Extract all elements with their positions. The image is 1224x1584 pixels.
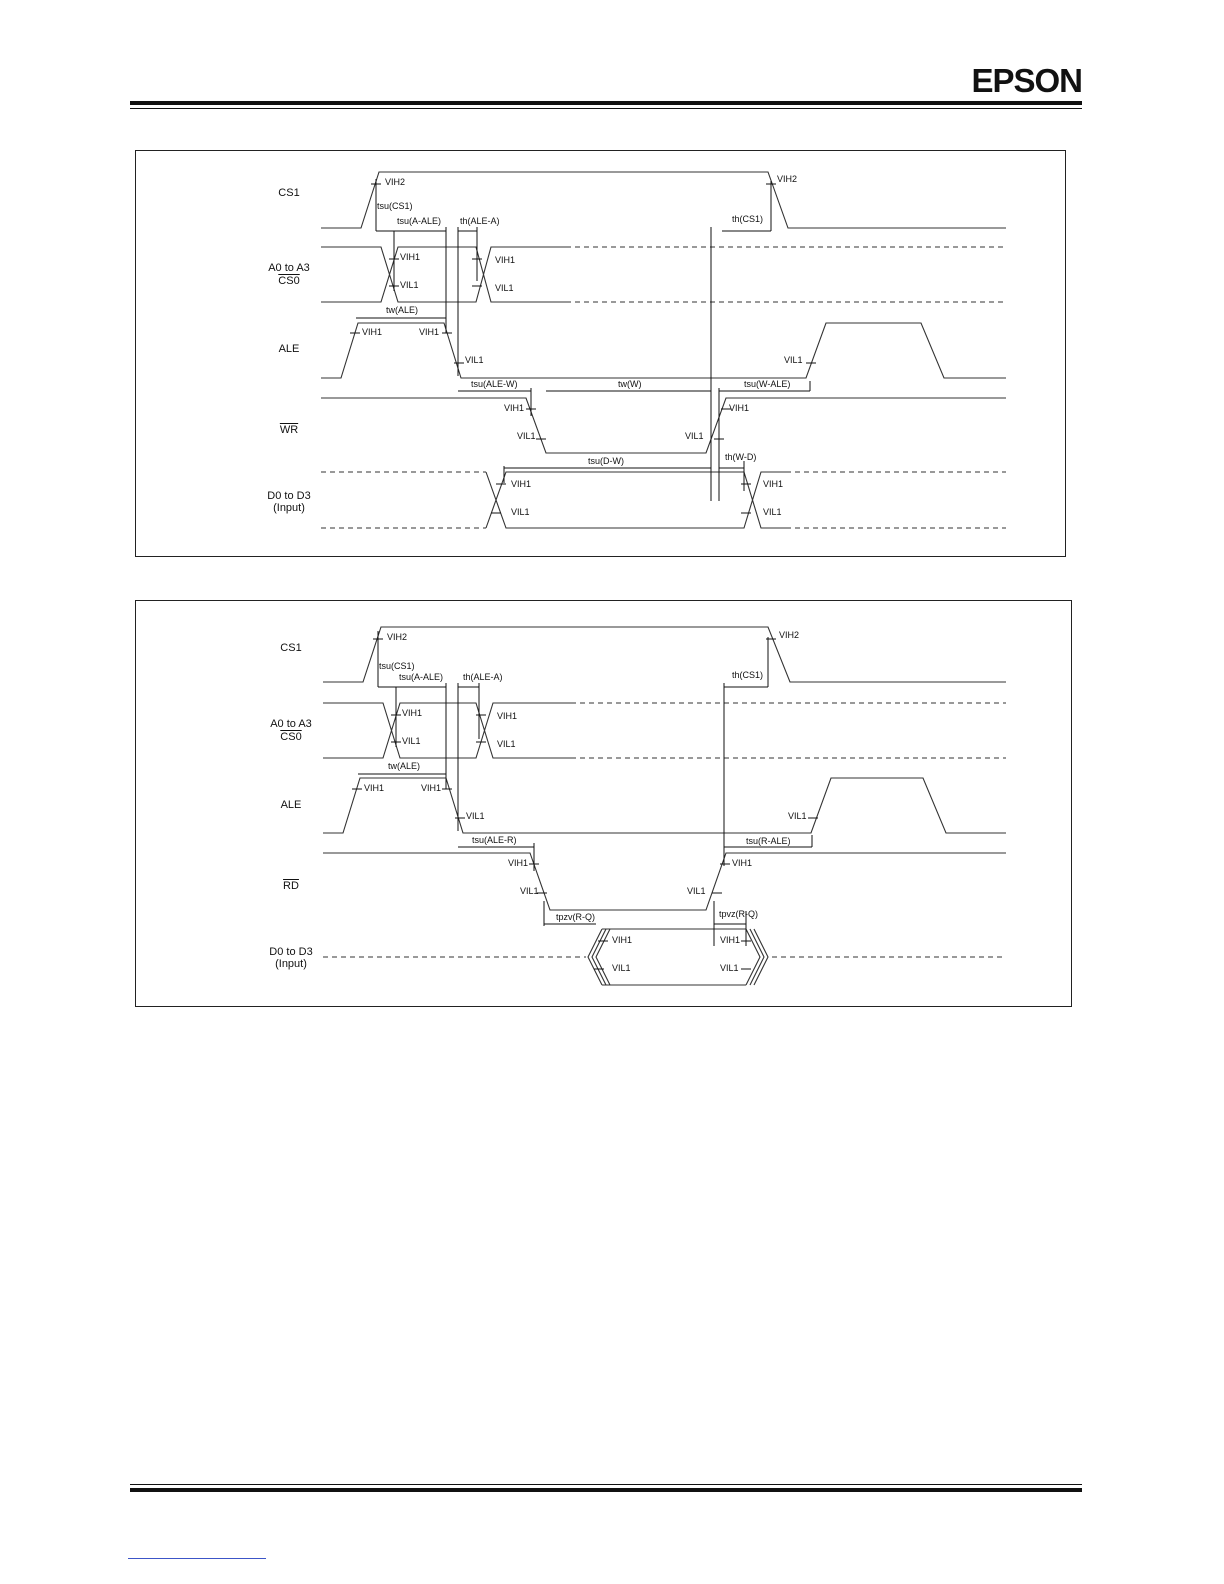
signal-label-ale: ALE — [280, 799, 302, 811]
param-tsu-a-ale: tsu(A-ALE) — [397, 216, 441, 226]
level-vil1: VIL1 — [520, 886, 539, 896]
signal-label-a0-a3: A0 to A3 — [268, 262, 310, 274]
level-vil1: VIL1 — [465, 355, 484, 365]
timing-arrows — [356, 230, 810, 469]
param-tsu-r-ale: tsu(R-ALE) — [746, 836, 791, 846]
param-tw-w: tw(W) — [618, 379, 642, 389]
footer-link-underline — [128, 1558, 266, 1559]
write-timing-diagram: CS1 A0 to A3 CS0 ALE WR D0 to D3 (Input) — [135, 150, 1066, 557]
param-th-cs1: th(CS1) — [732, 670, 763, 680]
param-tw-ale: tw(ALE) — [388, 761, 420, 771]
level-vil1: VIL1 — [466, 811, 485, 821]
signal-label-cs0: CS0 — [278, 275, 300, 287]
signal-label-wr: WR — [279, 424, 299, 436]
level-vil1: VIL1 — [497, 739, 516, 749]
cs1-waveform — [323, 626, 1006, 683]
address-waveform — [321, 246, 1006, 303]
param-tsu-cs1: tsu(CS1) — [377, 201, 413, 211]
level-vil1: VIL1 — [517, 431, 536, 441]
level-vih2: VIH2 — [387, 632, 407, 642]
param-tsu-ale-r: tsu(ALE-R) — [472, 835, 517, 845]
read-timing-diagram: CS1 A0 to A3 CS0 ALE RD D0 to D3 (Input) — [135, 600, 1072, 1007]
level-vil1: VIL1 — [612, 963, 631, 973]
level-vil1: VIL1 — [788, 811, 807, 821]
data-input-waveform — [321, 471, 1006, 529]
level-vih1: VIH1 — [421, 783, 441, 793]
level-vil1: VIL1 — [495, 283, 514, 293]
data-output-waveform — [323, 928, 1006, 986]
signal-label-d0-d3-input: (Input) — [275, 958, 307, 970]
level-vil1: VIL1 — [400, 280, 419, 290]
signal-label-ale: ALE — [278, 343, 300, 355]
level-vil1: VIL1 — [511, 507, 530, 517]
param-tpzv-r-q: tpzv(R-Q) — [556, 912, 595, 922]
rd-waveform — [323, 852, 1006, 911]
level-vil1: VIL1 — [402, 736, 421, 746]
wr-waveform — [321, 397, 1006, 454]
timing-arrows — [358, 686, 812, 925]
header-rule-thick — [130, 101, 1082, 105]
param-th-w-d: th(W-D) — [725, 452, 756, 462]
signal-label-d0-d3: D0 to D3 — [267, 490, 311, 502]
level-vil1: VIL1 — [720, 963, 739, 973]
cs1-waveform — [321, 171, 1006, 229]
param-tpvz-r-q: tpvz(R-Q) — [719, 909, 758, 919]
signal-label-cs0: CS0 — [280, 731, 302, 743]
param-tsu-a-ale: tsu(A-ALE) — [399, 672, 443, 682]
param-tsu-d-w: tsu(D-W) — [588, 456, 624, 466]
level-vih2: VIH2 — [779, 630, 799, 640]
level-vih1: VIH1 — [419, 327, 439, 337]
ale-waveform — [321, 322, 1006, 379]
level-vih1: VIH1 — [495, 255, 515, 265]
footer-rule-thick — [130, 1488, 1082, 1492]
level-vih1: VIH1 — [362, 327, 382, 337]
signal-label-rd: RD — [283, 880, 299, 892]
level-vih1: VIH1 — [612, 935, 632, 945]
param-th-cs1: th(CS1) — [732, 214, 763, 224]
level-vih2: VIH2 — [385, 177, 405, 187]
level-vih1: VIH1 — [364, 783, 384, 793]
level-vih1: VIH1 — [402, 708, 422, 718]
level-vil1: VIL1 — [763, 507, 782, 517]
reference-lines — [375, 179, 811, 501]
level-vih1: VIH1 — [504, 403, 524, 413]
level-vih1: VIH1 — [400, 252, 420, 262]
write-waveforms: tsu(CS1) tsu(A-ALE) th(ALE-A) th(CS1) tw… — [321, 171, 1006, 529]
param-tsu-ale-w: tsu(ALE-W) — [471, 379, 518, 389]
level-vil1: VIL1 — [685, 431, 704, 441]
address-waveform — [323, 702, 1006, 759]
threshold-ticks — [350, 183, 816, 514]
level-vih1: VIH1 — [732, 858, 752, 868]
level-vih2: VIH2 — [777, 174, 797, 184]
footer-rule-thin — [130, 1484, 1082, 1485]
epson-logo: EPSON — [971, 62, 1083, 99]
level-vih1: VIH1 — [720, 935, 740, 945]
signal-label-d0-d3-input: (Input) — [273, 502, 305, 514]
level-vil1: VIL1 — [687, 886, 706, 896]
reference-lines — [377, 631, 813, 946]
level-vih1: VIH1 — [508, 858, 528, 868]
header-rule-thin — [130, 108, 1082, 109]
signal-label-cs1: CS1 — [278, 187, 300, 199]
param-tw-ale: tw(ALE) — [386, 305, 418, 315]
level-vih1: VIH1 — [729, 403, 749, 413]
param-th-ale-a: th(ALE-A) — [460, 216, 500, 226]
signal-label-a0-a3: A0 to A3 — [270, 718, 312, 730]
level-vih1: VIH1 — [763, 479, 783, 489]
signal-label-cs1: CS1 — [280, 642, 302, 654]
ale-waveform — [323, 777, 1006, 834]
param-th-ale-a: th(ALE-A) — [463, 672, 503, 682]
param-tsu-w-ale: tsu(W-ALE) — [744, 379, 790, 389]
level-vil1: VIL1 — [784, 355, 803, 365]
threshold-ticks — [352, 638, 818, 970]
read-waveforms: tsu(CS1) tsu(A-ALE) th(ALE-A) th(CS1) tw… — [323, 626, 1006, 986]
level-vih1: VIH1 — [497, 711, 517, 721]
level-vih1: VIH1 — [511, 479, 531, 489]
param-tsu-cs1: tsu(CS1) — [379, 661, 415, 671]
signal-label-d0-d3: D0 to D3 — [269, 946, 313, 958]
